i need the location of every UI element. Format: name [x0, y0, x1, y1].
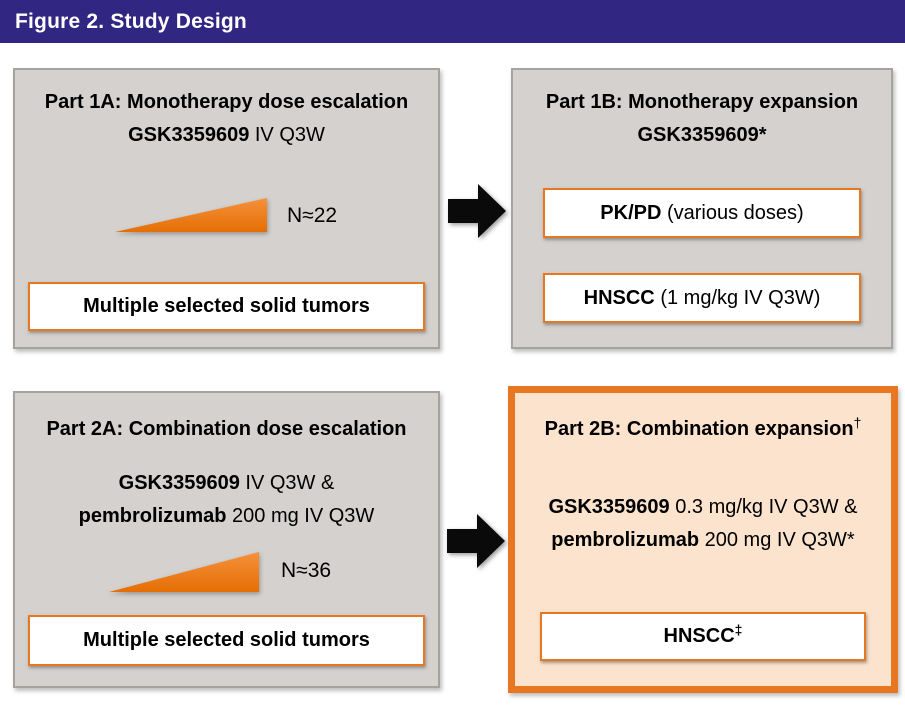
part-2a-drug2-schedule: 200 mg IV Q3W — [226, 505, 375, 527]
part-1a-drug-schedule: IV Q3W — [249, 124, 325, 146]
part-1b-pkpd-box: PK/PD (various doses) — [543, 188, 861, 238]
part-1a-title: Part 1A: Monotherapy dose escalation GSK… — [15, 86, 438, 152]
part-1b-hnscc-box: HNSCC (1 mg/kg IV Q3W) — [543, 273, 861, 323]
part-1a-drug-name: GSK3359609 — [128, 124, 250, 146]
part-2a-n-label: N≈36 — [281, 559, 332, 582]
dose-escalation-wedge-icon — [109, 552, 259, 592]
panel-part-2b: Part 2B: Combination expansion† GSK33596… — [508, 386, 898, 693]
part-2b-regimen: GSK3359609 0.3 mg/kg IV Q3W & pembrolizu… — [515, 491, 891, 557]
part-1b-hnscc-bold: HNSCC — [583, 286, 655, 309]
arrow-right-icon — [448, 184, 506, 238]
part-1a-n-label: N≈22 — [287, 204, 338, 227]
part-1b-pkpd-bold: PK/PD — [600, 201, 662, 224]
part-2b-hnscc-label: HNSCC‡ — [663, 622, 743, 648]
part-2a-population-box: Multiple selected solid tumors — [28, 615, 425, 666]
part-2b-hnscc-bold: HNSCC — [663, 625, 735, 647]
part-1a-population-box: Multiple selected solid tumors — [28, 282, 425, 331]
panel-part-2a: Part 2A: Combination dose escalation GSK… — [13, 391, 440, 688]
dose-escalation-wedge-icon — [115, 198, 267, 232]
part-2b-drug2-name: pembrolizumab — [551, 529, 700, 551]
panel-part-1b: Part 1B: Monotherapy expansion GSK335960… — [511, 68, 893, 349]
part-1b-pkpd-label: PK/PD (various doses) — [600, 202, 803, 225]
part-1b-hnscc-label: HNSCC (1 mg/kg IV Q3W) — [584, 287, 821, 310]
part-2b-hnscc-box: HNSCC‡ — [540, 612, 866, 661]
part-2b-drug1-name: GSK3359609 — [548, 496, 670, 518]
part-1b-hnscc-rest: (1 mg/kg IV Q3W) — [654, 286, 821, 309]
part-1a-title-line1: Part 1A: Monotherapy dose escalation — [44, 91, 409, 113]
part-2a-drug1-name: GSK3359609 — [118, 472, 240, 494]
part-2a-drug2-name: pembrolizumab — [78, 505, 227, 527]
part-2a-population-label: Multiple selected solid tumors — [83, 629, 370, 651]
part-2b-drug2-schedule: 200 mg IV Q3W* — [699, 529, 855, 551]
part-2a-title-line1: Part 2A: Combination dose escalation — [46, 418, 407, 440]
part-2b-title-text: Part 2B: Combination expansion — [544, 418, 854, 440]
part-1b-pkpd-rest: (various doses) — [661, 201, 804, 224]
figure-header: Figure 2. Study Design — [0, 0, 905, 43]
panel-part-1a: Part 1A: Monotherapy dose escalation GSK… — [13, 68, 440, 349]
figure-title: Figure 2. Study Design — [15, 9, 247, 33]
part-2b-hnscc-doubledagger: ‡ — [734, 621, 743, 638]
part-2b-title-dagger: † — [853, 414, 862, 431]
part-1a-population-label: Multiple selected solid tumors — [83, 295, 370, 317]
part-2a-regimen: GSK3359609 IV Q3W & pembrolizumab 200 mg… — [15, 467, 438, 533]
part-1b-title: Part 1B: Monotherapy expansion GSK335960… — [513, 86, 891, 152]
part-1b-drug-name: GSK3359609* — [637, 124, 767, 146]
part-2a-drug1-schedule: IV Q3W & — [239, 472, 335, 494]
part-1b-title-line1: Part 1B: Monotherapy expansion — [545, 91, 859, 113]
part-2b-title: Part 2B: Combination expansion† — [515, 413, 891, 446]
part-2a-title: Part 2A: Combination dose escalation — [15, 413, 438, 446]
part-2b-drug1-schedule: 0.3 mg/kg IV Q3W & — [669, 496, 858, 518]
arrow-right-icon — [447, 514, 505, 568]
